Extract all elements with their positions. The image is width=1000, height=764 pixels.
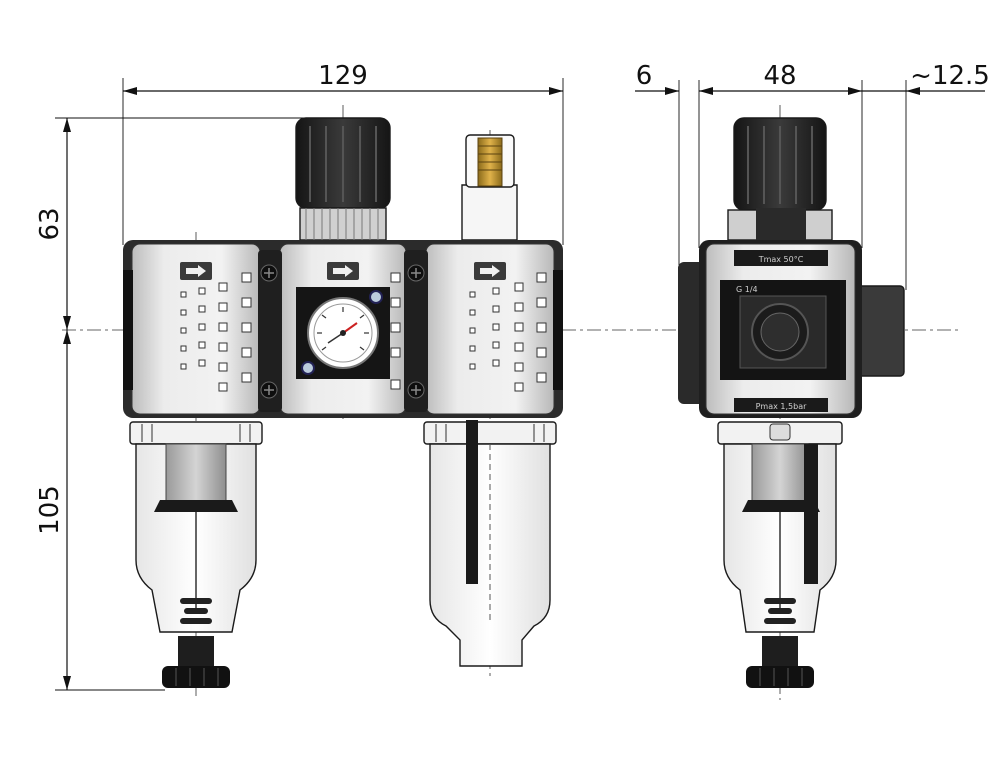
regulator-knob [295,117,391,241]
pressure-gauge-icon [296,287,390,379]
dimension-side: 6 48 ~12.5 [635,61,990,290]
dimension-12-5-label: ~12.5 [910,61,990,91]
dimension-63-label: 63 [35,207,65,240]
temp-rating-label: Tmax 50°C [758,255,804,264]
dimension-105: 105 [35,330,165,691]
side-view: Tmax 50°C G 1/4 Pmax 1,5bar [678,117,905,688]
lubricator-sight-dome [461,134,518,241]
dimension-129-label: 129 [318,61,368,91]
pressure-rating-label: Pmax 1,5bar [756,402,808,411]
port-size-label: G 1/4 [736,285,758,294]
front-view [123,117,563,688]
dimension-105-label: 105 [35,485,65,535]
filter-bowl [129,421,263,688]
dimension-63: 63 [35,117,305,330]
clamp-screws [260,264,425,399]
flow-arrow-icon [180,262,506,280]
vent-dots [180,272,547,392]
dimension-6-label: 6 [636,61,653,91]
lubricator-bowl [423,420,557,667]
dimension-48-label: 48 [763,61,796,91]
dimension-129: 129 [122,61,564,245]
